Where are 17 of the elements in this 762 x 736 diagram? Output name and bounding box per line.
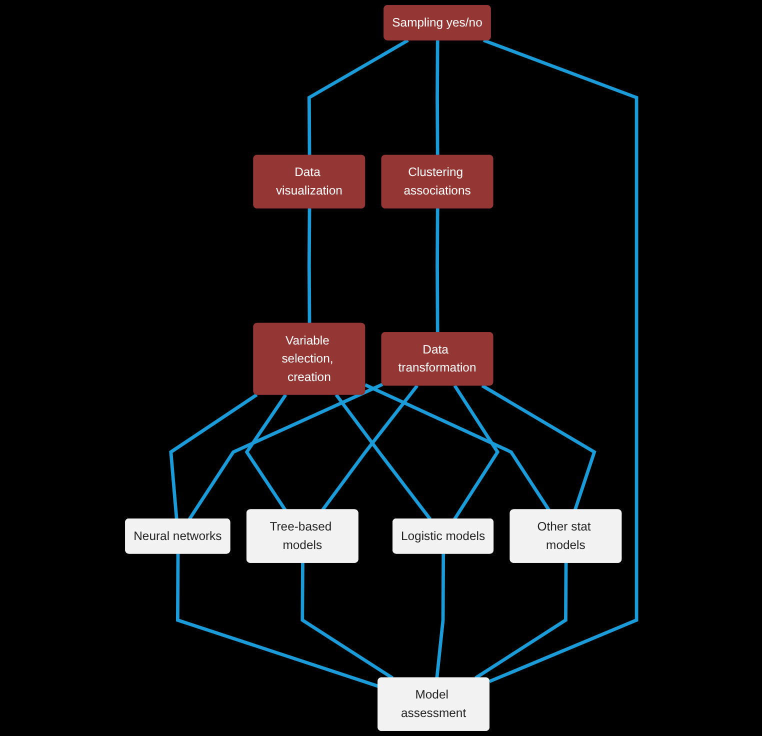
connector — [436, 40, 440, 156]
connector — [169, 393, 258, 520]
connector — [436, 208, 440, 333]
connector — [483, 38, 638, 684]
connector — [321, 384, 419, 511]
connector — [481, 384, 596, 511]
connector — [453, 384, 500, 520]
connector — [435, 554, 446, 678]
connector — [176, 554, 379, 688]
connector — [474, 562, 568, 680]
connector — [334, 394, 432, 520]
connector — [188, 382, 384, 520]
connector — [307, 208, 312, 324]
connector — [307, 38, 409, 156]
connector — [364, 383, 550, 511]
connector — [300, 562, 394, 680]
connector — [244, 394, 288, 511]
